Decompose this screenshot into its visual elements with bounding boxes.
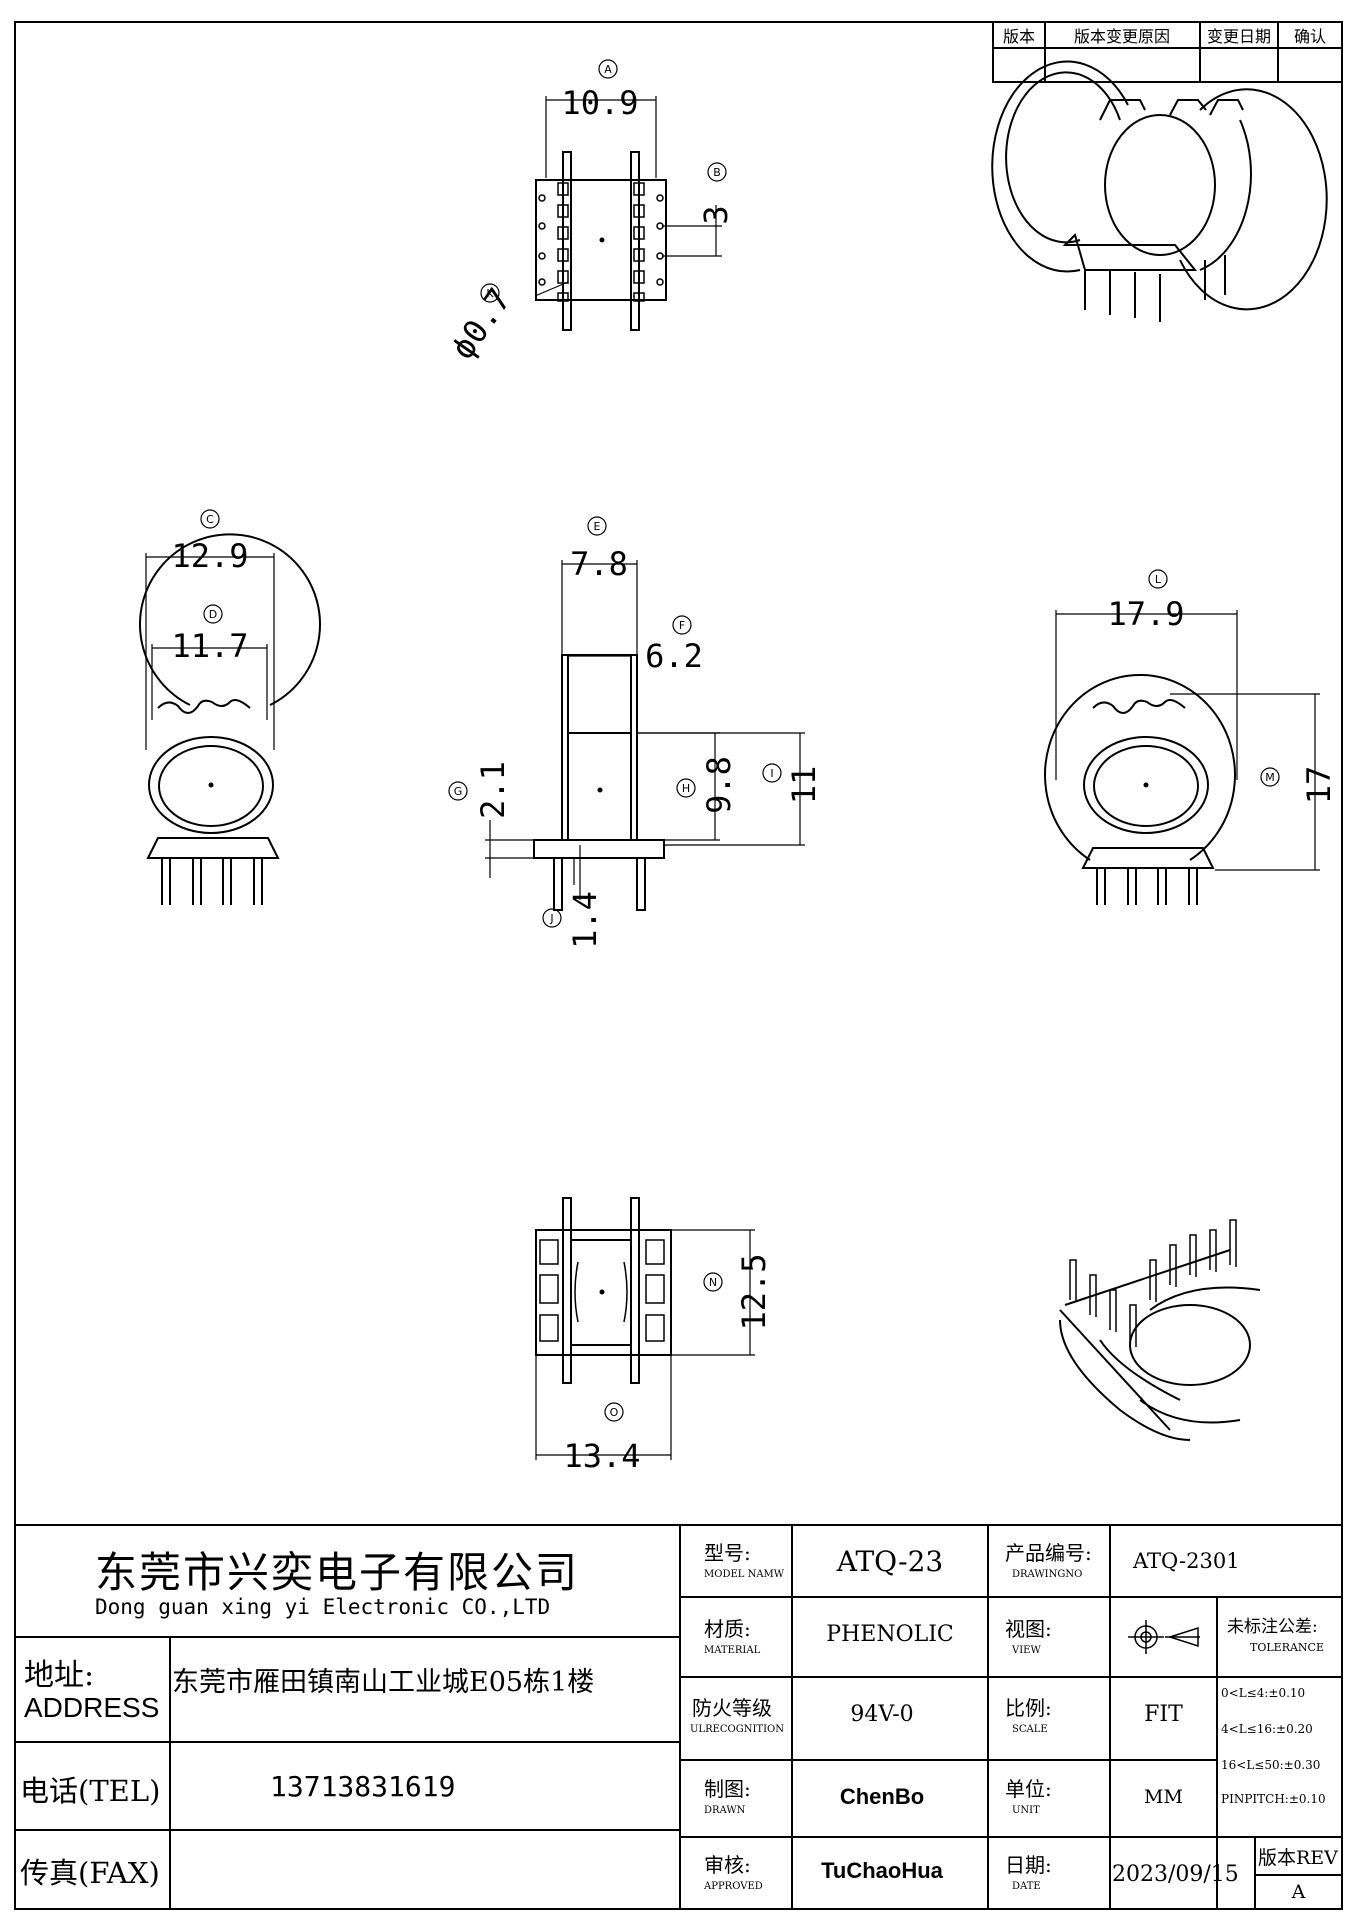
dim-a-text: 10.9: [561, 84, 638, 122]
dim-b-text: 3: [697, 205, 735, 224]
projection-symbol: [1128, 1620, 1200, 1654]
dim-l-text: 17.9: [1107, 595, 1184, 633]
rev-header-reason: 版本变更原因: [1074, 27, 1170, 46]
fax-label: 传真(FAX): [20, 1856, 160, 1890]
side-view-right: [1044, 610, 1320, 905]
drawing-frame: [14, 21, 1343, 1910]
bubble-o: O: [610, 1406, 619, 1419]
tel-value: 13713831619: [270, 1770, 456, 1803]
dim-m-text: 17: [1300, 766, 1338, 805]
rev-header-date: 变更日期: [1207, 27, 1271, 46]
iso-view-bottom: [1059, 1219, 1261, 1441]
rev-header-version: 版本: [1003, 27, 1035, 46]
bubble-i: I: [770, 767, 773, 780]
top-view: [534, 96, 722, 331]
bubble-a: A: [604, 63, 612, 76]
address-label-en: ADDRESS: [24, 1692, 160, 1723]
bubble-n: N: [709, 1276, 717, 1289]
label-bubbles: A B K C D E F G H I J L M N O: [200, 59, 1280, 1422]
side-view-left: [139, 533, 321, 905]
dim-j-text: 1.4: [566, 891, 604, 949]
revision-table: 版本 版本变更原因 变更日期 确认: [992, 21, 1343, 83]
bubble-h: H: [682, 782, 690, 795]
address-value: 东莞市雁田镇南山工业城E05栋1楼: [172, 1667, 595, 1698]
front-view-center: [485, 560, 805, 911]
dim-d-text: 11.7: [171, 627, 248, 665]
bubble-c: C: [206, 513, 214, 526]
tel-label: 电话(TEL): [20, 1774, 161, 1808]
bubble-e: E: [594, 520, 601, 533]
dim-f-text: 6.2: [645, 637, 703, 675]
dim-e-text: 7.8: [570, 545, 628, 583]
bubble-j: J: [549, 912, 553, 925]
bubble-b: B: [713, 166, 721, 179]
company-name-en: Dong guan xing yi Electronic CO.,LTD: [95, 1595, 551, 1619]
bubble-k: K: [486, 287, 494, 300]
company-name-cn: 东莞市兴奕电子有限公司: [95, 1548, 580, 1597]
dim-c-text: 12.9: [171, 537, 248, 575]
bubble-g: G: [454, 785, 463, 798]
address-label-cn: 地址:: [24, 1658, 95, 1693]
dim-n-text: 12.5: [735, 1253, 773, 1330]
dim-h-text: 9.8: [700, 756, 738, 814]
bubble-l: L: [1155, 573, 1162, 586]
bubble-f: F: [679, 619, 685, 632]
title-block: [15, 1524, 1342, 1909]
bottom-view: [535, 1197, 755, 1460]
iso-view-top: [991, 60, 1328, 322]
bubble-m: M: [1265, 771, 1275, 784]
bubble-d: D: [209, 608, 217, 621]
dim-o-text: 13.4: [563, 1437, 640, 1475]
dim-g-text: 2.1: [474, 761, 512, 819]
dim-i-text: 11: [785, 766, 823, 805]
rev-header-confirm: 确认: [1294, 27, 1326, 46]
